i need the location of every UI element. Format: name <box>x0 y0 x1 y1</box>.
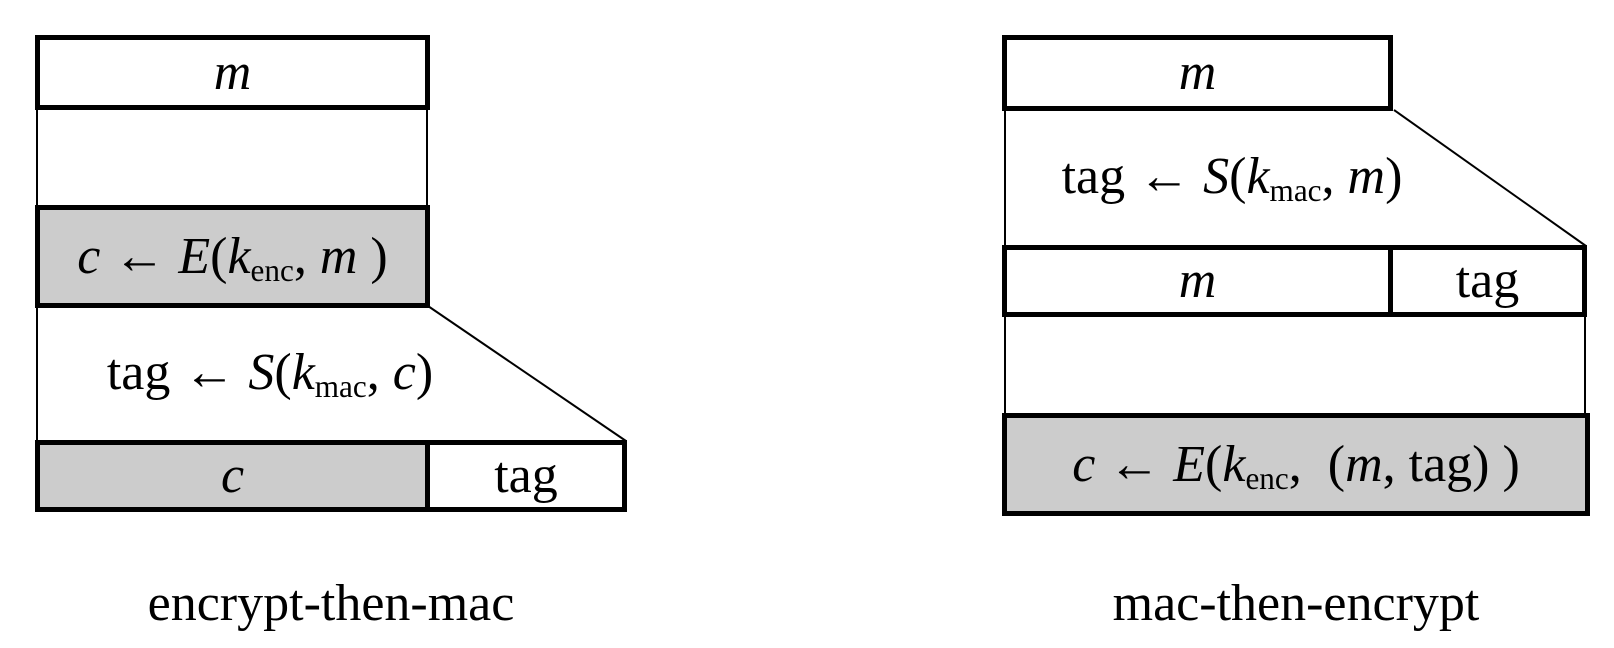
etm-output-cipher-text: c <box>220 447 245 504</box>
mte-mac-formula: tag ← S(kmac, m) <box>1061 148 1403 208</box>
etm-output-tag-box: tag <box>425 440 627 512</box>
mte-encrypt-formula: c ← E(kenc, (m, tag) ) <box>1072 435 1520 496</box>
etm-diagram-label: encrypt-then-mac <box>147 575 515 632</box>
etm-output-tag-text: tag <box>494 447 558 504</box>
mte-row-tag-text: tag <box>1455 252 1520 309</box>
etm-mac-formula: tag ← S(kmac, c) <box>106 344 434 404</box>
mte-row-message-box: m <box>1002 245 1393 317</box>
etm-message-box: m <box>35 35 430 110</box>
mte-diagram-label: mac-then-encrypt <box>1112 575 1480 632</box>
etm-encrypt-box: c ← E(kenc, m ) <box>35 205 430 308</box>
mte-encrypt-box: c ← E(kenc, (m, tag) ) <box>1002 413 1590 516</box>
etm-output-cipher-box: c <box>35 440 430 512</box>
etm-diagonal-expansion-line <box>427 305 627 442</box>
etm-message-text: m <box>213 43 252 101</box>
mte-message-box: m <box>1002 35 1393 111</box>
etm-encrypt-formula: c ← E(kenc, m ) <box>77 227 388 288</box>
mte-row-tag-box: tag <box>1388 245 1587 317</box>
mte-diagonal-expansion-line <box>1393 109 1587 247</box>
mte-message-text: m <box>1178 44 1217 101</box>
mte-row-message-text: m <box>1178 252 1217 309</box>
